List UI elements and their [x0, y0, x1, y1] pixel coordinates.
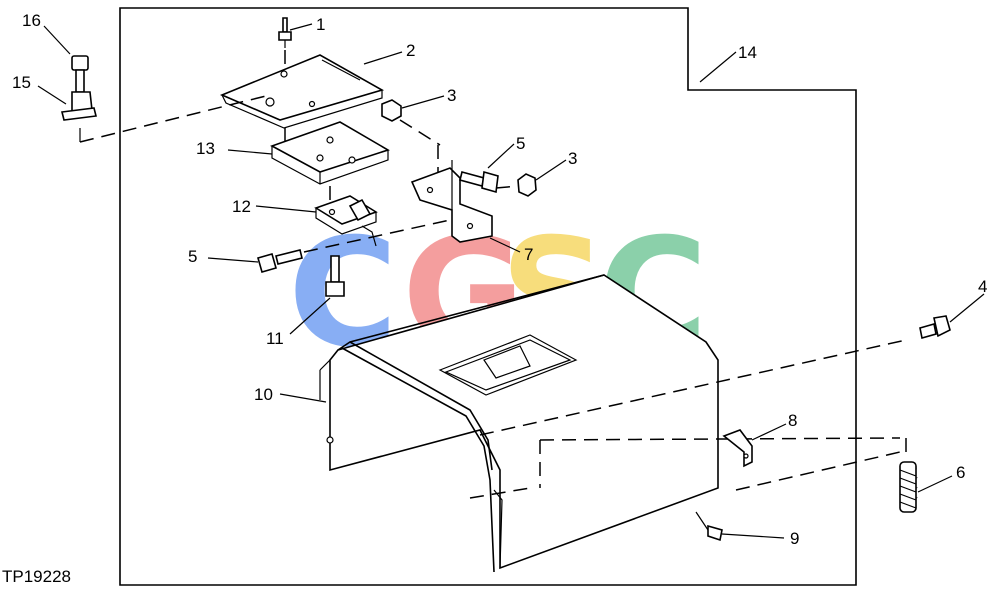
callout-7: 7 — [524, 245, 533, 264]
callout-5-upper: 5 — [516, 134, 525, 153]
callout-8: 8 — [788, 411, 797, 430]
part-1-pin — [278, 17, 292, 75]
part-16-key — [71, 55, 89, 93]
part-12-hinge — [314, 195, 378, 247]
callout-4: 4 — [978, 277, 987, 296]
part-7-bracket — [410, 160, 519, 243]
part-4-bolt — [919, 315, 951, 340]
callout-15: 15 — [12, 73, 31, 92]
part-8-clip — [722, 429, 753, 468]
callout-1: 1 — [316, 15, 325, 34]
part-15-lock — [61, 91, 97, 121]
part-6-spring — [899, 461, 919, 513]
part-5-bolt-upper — [459, 170, 499, 194]
leader-lines — [37, 23, 985, 539]
part-3-nut-right — [517, 173, 537, 197]
callout-3-upper: 3 — [447, 86, 456, 105]
callout-11: 11 — [266, 329, 284, 348]
callout-5-left: 5 — [188, 247, 197, 266]
part-9-screw — [695, 511, 723, 542]
part-13-hinge-plate — [270, 121, 390, 205]
callout-14: 14 — [738, 43, 757, 62]
callout-9: 9 — [790, 529, 799, 548]
panel-outline — [119, 7, 857, 586]
callout-12: 12 — [232, 197, 251, 216]
callout-2: 2 — [406, 41, 415, 60]
part-3-nut-upper — [381, 99, 441, 175]
callout-16: 16 — [22, 11, 41, 30]
part-11-bolt — [325, 255, 345, 297]
callout-10: 10 — [254, 385, 273, 404]
figure-code: TP19228 — [2, 567, 71, 586]
part-2-plate — [219, 54, 385, 145]
callout-labels: 16 15 1 2 3 13 5 3 12 5 7 11 10 14 4 8 6… — [12, 11, 987, 548]
callout-13: 13 — [196, 139, 215, 158]
part-10-cover — [319, 274, 719, 573]
callout-3-right: 3 — [568, 149, 577, 168]
part-5-bolt-left — [257, 219, 451, 273]
callout-6: 6 — [956, 463, 965, 482]
